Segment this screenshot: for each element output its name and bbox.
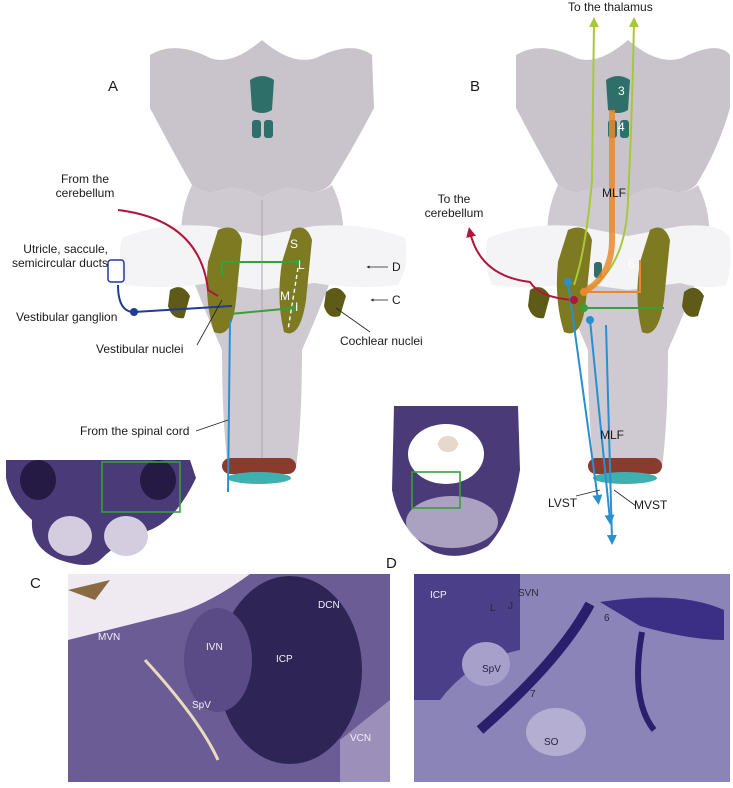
label-to-thalamus: To the thalamus [568,0,653,14]
panel-label-c: C [30,575,41,592]
label-to-cerebellum-line2: cerebellum [424,206,484,220]
label-vestibular-nuclei: Vestibular nuclei [96,342,184,356]
leader-lines-b [575,489,637,507]
label-from-cerebellum-line2: cerebellum [55,186,115,200]
label-d-so: SO [544,737,559,748]
label-c-mvn: MVN [98,632,121,643]
label-to-cerebellum: To the cerebellum [414,192,494,220]
label-c-ivn: IVN [206,642,223,653]
label-from-cerebellum-line1: From the [60,172,109,186]
micrograph-c [68,574,390,782]
label-from-cerebellum: From the cerebellum [30,172,140,200]
label-c-spv: SpV [192,700,211,711]
label-d-j: J [508,601,513,612]
label-to-cerebellum-line1: To the [437,192,471,206]
label-d-icp: ICP [430,590,447,601]
label-d-spv: SpV [482,664,501,675]
panel-label-a: A [108,78,119,95]
label-nucleus-m: M [280,289,290,303]
label-nucleus-l: L [298,258,305,272]
label-d-6: 6 [604,613,610,624]
pathways-b [466,17,664,545]
pathways-a [107,209,301,493]
inset-section-c [6,460,196,565]
label-c-vcn: VCN [350,733,372,744]
label-section-d: D [392,260,401,274]
label-nucleus-s: S [290,237,299,251]
label-mvst: MVST [634,498,668,512]
label-mlf-upper: MLF [602,186,626,200]
leader-lines-a [195,265,388,432]
label-nucleus-i: I [295,300,299,314]
label-c-icp: ICP [276,654,293,665]
inset-section-d [392,406,520,556]
label-cn-4: 4 [618,120,625,134]
panel-label-d: D [386,555,397,572]
label-d-l: L [490,603,496,614]
label-from-spinal-cord: From the spinal cord [80,424,190,438]
label-lvst: LVST [548,496,578,510]
label-receptors: Utricle, saccule, semicircular ducts [0,242,108,270]
micrograph-d [414,574,730,782]
label-receptors-line2: semicircular ducts [11,256,108,270]
label-d-7: 7 [530,689,536,700]
label-c-dcn: DCN [318,600,340,611]
label-mlf-lower: MLF [600,428,624,442]
label-d-svn: SVN [518,588,539,599]
label-cochlear-nuclei: Cochlear nuclei [340,334,423,348]
label-vestibular-ganglion: Vestibular ganglion [16,310,118,324]
label-cn-6: 6 [628,257,635,271]
label-cn-3: 3 [618,84,625,98]
cranial-nerve-nuclei-a [250,76,274,138]
label-section-c: C [392,293,401,307]
label-receptors-line1: Utricle, saccule, [23,242,108,256]
panel-label-b: B [470,78,481,95]
